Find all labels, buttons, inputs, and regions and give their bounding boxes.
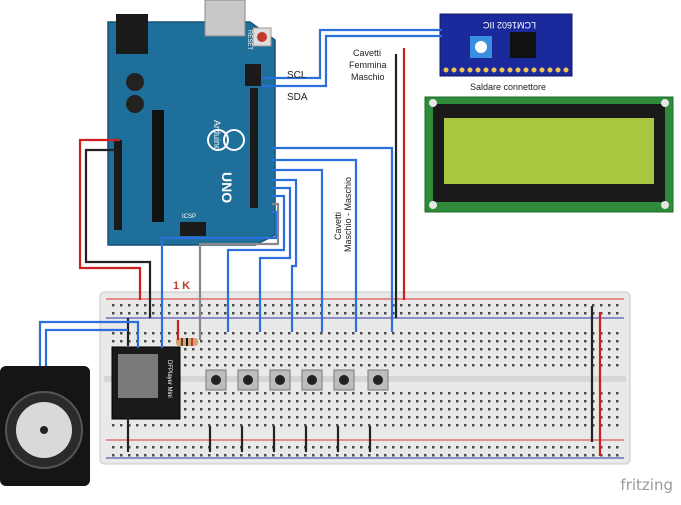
- resistor-value-label: 1 K: [173, 280, 191, 292]
- pushbuttons-group: [205, 369, 389, 391]
- resistor-1k: [176, 338, 198, 346]
- pushbutton: [237, 369, 259, 391]
- cables-female-male-line3: Maschio: [351, 72, 385, 82]
- arduino-brand-label: Arduino: [212, 120, 222, 151]
- pushbutton: [333, 369, 355, 391]
- pushbutton: [205, 369, 227, 391]
- fritzing-watermark: fritzing: [620, 476, 673, 494]
- dfplayer-label: DFPlayer Mini: [166, 360, 172, 398]
- wires-group: [38, 28, 602, 456]
- lcm-module-label: LCM1602 IIC: [482, 20, 536, 30]
- reset-label: RESET: [246, 30, 252, 50]
- dfplayer-mini-module: DFPlayer Mini: [111, 346, 181, 420]
- arduino-uno-board: Arduino UNO RESET ICSP: [107, 0, 276, 246]
- pushbutton: [301, 369, 323, 391]
- pushbutton: [367, 369, 389, 391]
- solder-connector-label: Saldare connettore: [470, 82, 547, 92]
- lcd-1602-display: [424, 96, 674, 213]
- arduino-model-label: UNO: [219, 172, 235, 203]
- speaker: [0, 366, 90, 486]
- sda-label: SDA: [287, 92, 308, 103]
- cables-male-male-line2: Maschio - Maschio: [343, 176, 353, 252]
- cables-female-male-line2: Femmina: [349, 60, 387, 70]
- pushbutton: [269, 369, 291, 391]
- scl-label: SCL: [287, 70, 307, 81]
- cables-male-male-line1: Cavetti: [333, 211, 343, 240]
- cables-female-male-line1: Cavetti: [353, 48, 382, 58]
- i2c-lcm1602-module: LCM1602 IIC: [439, 13, 573, 77]
- reset-button: [257, 32, 267, 42]
- icsp-label: ICSP: [182, 214, 196, 220]
